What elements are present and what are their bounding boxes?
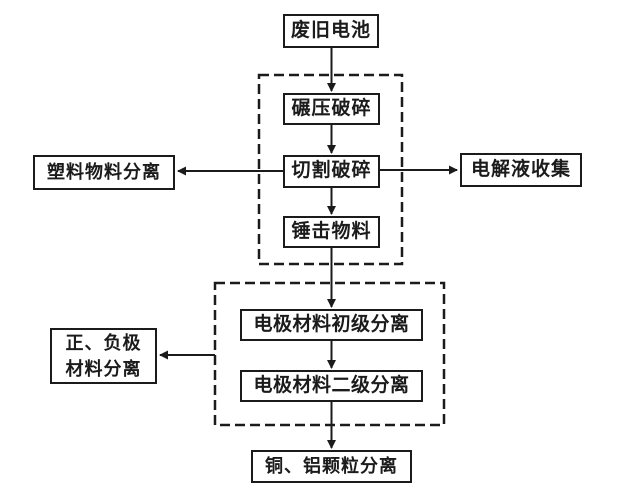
- node-positive-negative-material-separation: 正、负极 材料分离: [50, 328, 157, 384]
- separation-stage-dashed-box: [213, 281, 446, 427]
- node-posneg-line1: 正、负极: [65, 333, 142, 353]
- node-electrolyte-collection: 电解液收集: [460, 153, 582, 187]
- node-waste-battery: 废旧电池: [283, 14, 379, 48]
- node-hammer-material: 锤击物料: [283, 216, 380, 248]
- node-roll-crushing: 碾压破碎: [283, 93, 380, 125]
- node-plastic-material-separation: 塑料物料分离: [33, 155, 175, 190]
- node-electrode-secondary-separation: 电极材料二级分离: [240, 370, 423, 402]
- node-cutting-crushing: 切割破碎: [283, 155, 380, 188]
- node-copper-aluminum-particle-separation: 铜、铝颗粒分离: [251, 450, 412, 483]
- node-electrode-primary-separation: 电极材料初级分离: [240, 309, 423, 341]
- node-posneg-line2: 材料分离: [65, 359, 142, 379]
